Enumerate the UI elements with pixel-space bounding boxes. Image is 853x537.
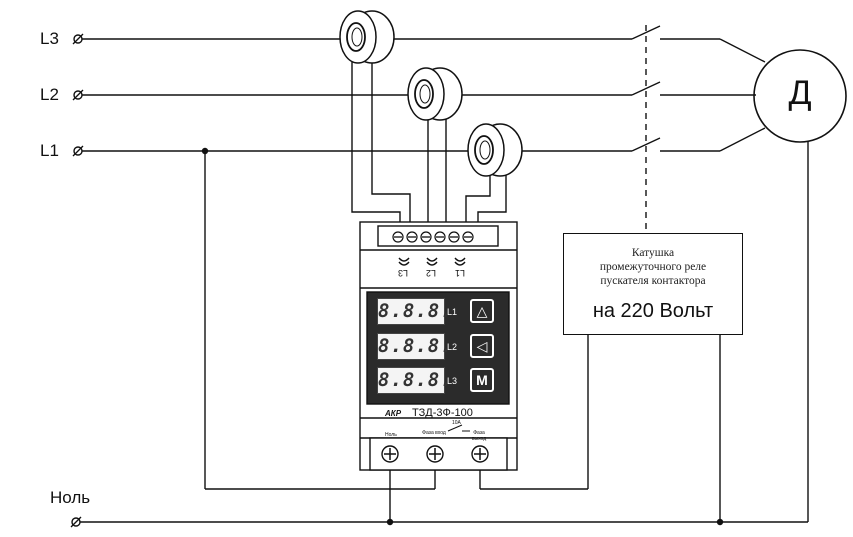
switch-l3	[631, 25, 661, 40]
ct-l2-icon	[407, 67, 463, 121]
coil-text-line2: промежуточного реле	[599, 261, 707, 273]
display-phase-2: L2	[447, 342, 458, 352]
ct-l1-icon	[467, 123, 523, 177]
terminal-l1-label: L1	[40, 141, 59, 160]
sensor-label-l2: L2	[426, 268, 437, 278]
ct-l3-icon	[339, 10, 395, 64]
model-label: ТЗД-3Ф-100	[412, 407, 473, 419]
display-phase-3: L3	[447, 376, 458, 386]
left-button[interactable]: ◁	[470, 334, 494, 358]
display-3: 8.8.8.	[377, 367, 452, 394]
coil-box: Катушка промежуточного реле пускателя ко…	[563, 233, 743, 335]
coil-text-line1: Катушка	[631, 247, 675, 259]
motor-circle	[753, 49, 847, 143]
terminal-l2-label: L2	[40, 85, 59, 104]
coil-text-line3: пускателя контактора	[600, 275, 706, 287]
terminal-l3-label: L3	[40, 29, 59, 48]
coil-voltage: на 220 Вольт	[592, 300, 714, 322]
ct-symbol-l2-icon	[426, 257, 438, 266]
bottom-label-phase-out: Фаза выход	[471, 430, 487, 442]
neutral-label: Ноль	[50, 488, 91, 507]
motor-label: Д	[788, 74, 812, 112]
switch-l2	[631, 81, 661, 96]
sensor-label-l3: L3	[398, 268, 409, 278]
display-1: 8.8.8.	[377, 298, 452, 325]
display-phase-1: L1	[447, 307, 458, 317]
ct-symbol-l3-icon	[398, 257, 410, 266]
sensor-label-l1: L1	[455, 268, 466, 278]
relay-current-label: 10А	[452, 420, 461, 426]
brand-logo: АКР	[385, 409, 402, 418]
menu-button[interactable]: M	[470, 368, 494, 392]
display-2: 8.8.8.	[377, 333, 452, 360]
bottom-label-phase-in: Фаза вход	[422, 430, 446, 436]
ct-symbol-l1-icon	[454, 257, 466, 266]
bottom-label-neutral: Ноль	[385, 432, 397, 438]
switch-l1	[631, 137, 661, 152]
up-button[interactable]: △	[470, 299, 494, 323]
